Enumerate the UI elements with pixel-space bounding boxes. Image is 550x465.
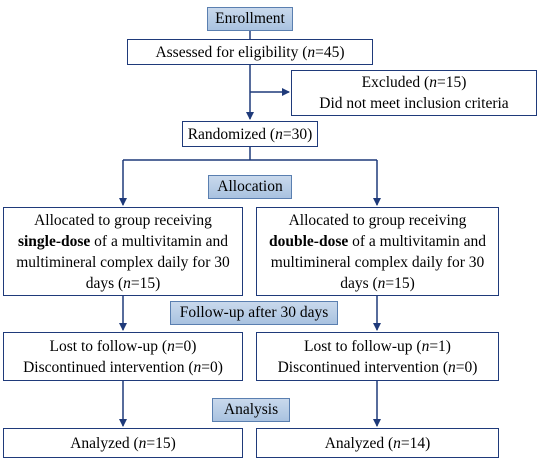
analyzed-double-box: Analyzed (n=14) xyxy=(256,428,499,458)
stage-allocation: Allocation xyxy=(208,175,292,199)
stage-enrollment: Enrollment xyxy=(207,7,293,31)
analyzed-single-box: Analyzed (n=15) xyxy=(3,428,243,458)
stage-followup: Follow-up after 30 days xyxy=(170,301,338,325)
randomized-box: Randomized (n=30) xyxy=(182,121,318,147)
double-dose-group-box: Allocated to group receiving double-dose… xyxy=(256,207,499,296)
lost-double-box: Lost to follow-up (n=1) Discontinued int… xyxy=(256,332,499,381)
stage-analysis: Analysis xyxy=(212,398,290,422)
excluded-box: Excluded (n=15) Did not meet inclusion c… xyxy=(291,70,537,116)
lost-single-box: Lost to follow-up (n=0) Discontinued int… xyxy=(3,332,243,381)
single-dose-group-box: Allocated to group receiving single-dose… xyxy=(3,207,243,296)
assessed-box: Assessed for eligibility (n=45) xyxy=(127,39,373,65)
